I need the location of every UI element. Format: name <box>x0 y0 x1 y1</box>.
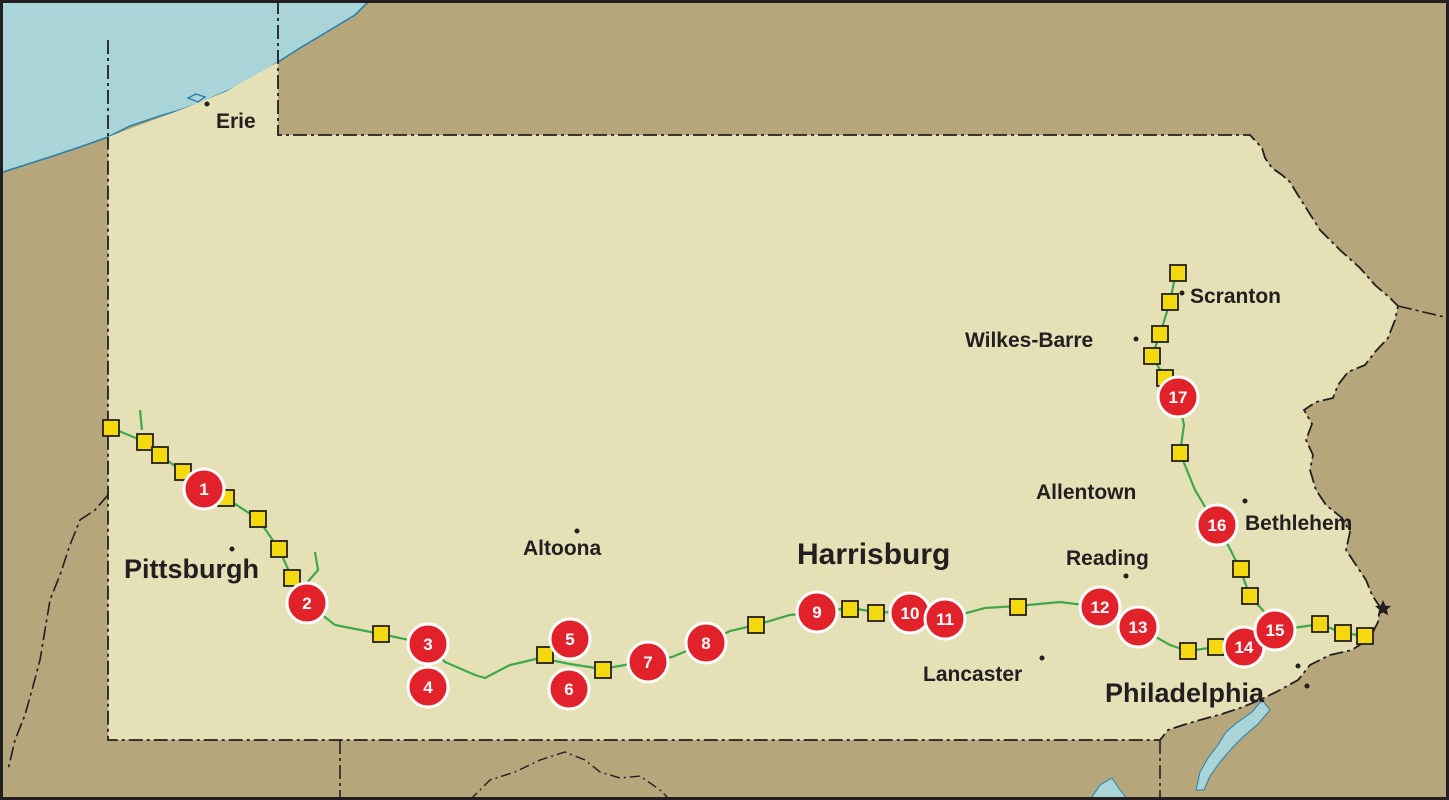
ohio-wv-border <box>7 494 109 771</box>
marker-6[interactable]: 6 <box>547 667 591 711</box>
svg-text:4: 4 <box>423 678 433 697</box>
marker-13[interactable]: 13 <box>1116 605 1160 649</box>
svg-text:14: 14 <box>1235 638 1254 657</box>
city-label-lancaster: Lancaster <box>923 663 1022 686</box>
city-dot-scranton <box>1179 290 1185 296</box>
svg-text:5: 5 <box>565 630 574 649</box>
marker-2[interactable]: 2 <box>285 581 329 625</box>
stop-square <box>867 604 885 622</box>
city-dot-pittsburgh <box>229 546 235 552</box>
stop-square <box>136 433 154 451</box>
svg-text:7: 7 <box>643 653 652 672</box>
city-label-erie: Erie <box>216 110 256 133</box>
svg-text:13: 13 <box>1129 618 1148 637</box>
svg-text:6: 6 <box>564 680 573 699</box>
stop-square <box>1161 293 1179 311</box>
stop-square <box>1169 264 1187 282</box>
city-label-harrisburg: Harrisburg <box>797 538 950 571</box>
stop-square <box>249 510 267 528</box>
stop-square <box>270 540 288 558</box>
marker-9[interactable]: 9 <box>795 590 839 634</box>
svg-text:2: 2 <box>302 594 311 613</box>
marker-11[interactable]: 11 <box>923 597 967 641</box>
stop-square <box>1311 615 1329 633</box>
stop-square <box>1143 347 1161 365</box>
city-label-pittsburgh: Pittsburgh <box>124 554 259 584</box>
trenton-star-icon <box>1375 600 1391 616</box>
marker-15[interactable]: 15 <box>1253 608 1297 652</box>
city-label-wilkes-barre: Wilkes-Barre <box>965 329 1093 352</box>
stop-square <box>151 446 169 464</box>
marker-12[interactable]: 12 <box>1078 585 1122 629</box>
state-pennsylvania <box>108 62 1398 740</box>
city-label-philadelphia: Philadelphia <box>1105 678 1265 708</box>
stop-square <box>747 616 765 634</box>
city-label-scranton: Scranton <box>1190 285 1281 308</box>
city-dot-reading <box>1123 573 1129 579</box>
city-label-allentown: Allentown <box>1036 481 1136 504</box>
svg-text:15: 15 <box>1266 621 1285 640</box>
city-dot-philadelphia <box>1295 663 1301 669</box>
marker-5[interactable]: 5 <box>548 617 592 661</box>
city-dot-southeast <box>1304 683 1310 689</box>
stop-square <box>1207 638 1225 656</box>
marker-1[interactable]: 1 <box>182 467 226 511</box>
city-dot-wilkes-barre <box>1133 336 1139 342</box>
svg-text:8: 8 <box>701 634 710 653</box>
delaware-river <box>1195 699 1271 791</box>
city-dot-bethlehem <box>1242 498 1248 504</box>
marker-7[interactable]: 7 <box>626 640 670 684</box>
marker-8[interactable]: 8 <box>684 621 728 665</box>
city-dot-erie <box>204 101 210 107</box>
stop-square <box>1009 598 1027 616</box>
stop-square <box>102 419 120 437</box>
city-label-reading: Reading <box>1066 547 1149 570</box>
stop-square <box>1179 642 1197 660</box>
stop-square <box>1232 560 1250 578</box>
city-label-bethlehem: Bethlehem <box>1245 512 1352 535</box>
new-jersey-land <box>1225 306 1449 800</box>
stop-square <box>283 569 301 587</box>
stop-square <box>536 646 554 664</box>
marker-17[interactable]: 17 <box>1156 375 1200 419</box>
svg-text:10: 10 <box>901 604 920 623</box>
marker-10[interactable]: 10 <box>888 591 932 635</box>
state-border <box>107 0 1399 741</box>
stop-square <box>372 625 390 643</box>
svg-text:12: 12 <box>1091 598 1110 617</box>
stop-square <box>1171 444 1189 462</box>
svg-text:16: 16 <box>1208 516 1227 535</box>
stop-square <box>1356 627 1374 645</box>
stop-square <box>841 600 859 618</box>
potomac-line <box>469 751 671 800</box>
marker-4[interactable]: 4 <box>406 665 450 709</box>
city-label-altoona: Altoona <box>523 537 601 560</box>
branch-route-line <box>1150 271 1276 631</box>
stop-square <box>1334 624 1352 642</box>
marker-16[interactable]: 16 <box>1195 503 1239 547</box>
stop-square <box>1241 587 1259 605</box>
svg-text:1: 1 <box>199 480 208 499</box>
stop-square <box>594 661 612 679</box>
marker-14[interactable]: 14 <box>1222 625 1266 669</box>
svg-text:17: 17 <box>1169 388 1188 407</box>
svg-text:9: 9 <box>812 603 821 622</box>
stop-square <box>1151 325 1169 343</box>
svg-text:3: 3 <box>423 635 432 654</box>
route-spur-west <box>138 409 320 586</box>
lake-island <box>186 93 207 103</box>
marker-3[interactable]: 3 <box>406 622 450 666</box>
numbered-markers: 1 2 3 4 5 6 7 8 9 10 11 12 13 14 15 16 1… <box>182 375 1297 711</box>
svg-text:11: 11 <box>936 610 954 629</box>
chesapeake-water <box>1089 777 1129 800</box>
city-dot-altoona <box>574 528 580 534</box>
city-dot-lancaster <box>1039 655 1045 661</box>
stop-squares <box>102 264 1374 679</box>
southern-state-lines <box>339 305 1449 800</box>
